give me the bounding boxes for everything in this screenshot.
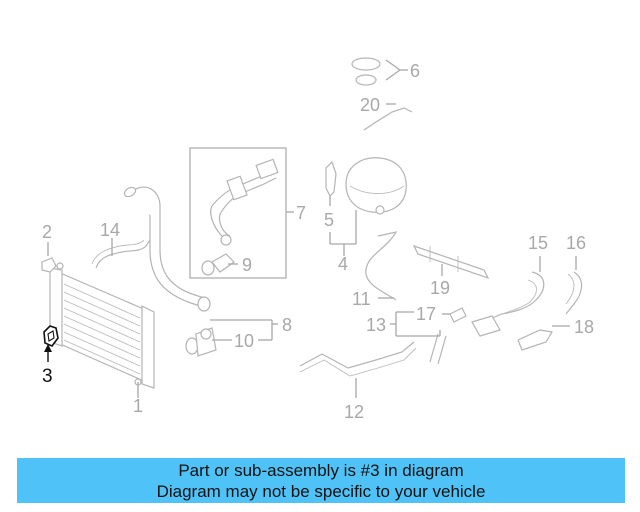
callout-1[interactable]: 1 [133, 396, 143, 416]
highlighted-part-3[interactable] [43, 325, 59, 347]
callout-12[interactable]: 12 [344, 402, 364, 422]
callout-18[interactable]: 18 [574, 317, 594, 337]
callout-10[interactable]: 10 [234, 331, 254, 351]
cap-6[interactable] [351, 57, 381, 86]
connector-17[interactable] [449, 307, 467, 323]
callout-14[interactable]: 14 [100, 220, 120, 240]
arrow-part-3 [44, 344, 52, 362]
callout-5[interactable]: 5 [324, 210, 334, 230]
upper-hose[interactable] [123, 186, 211, 312]
parts-diagram: 1 2 3 4 5 6 7 8 9 10 11 12 13 14 15 16 1… [41, 57, 594, 422]
leader-lines [47, 59, 577, 398]
expansion-tank[interactable] [345, 157, 407, 215]
flange-10[interactable] [185, 327, 217, 357]
callout-3[interactable]: 3 [42, 366, 53, 387]
callout-9[interactable]: 9 [242, 255, 252, 275]
pipe-11[interactable] [365, 231, 398, 301]
banner-line-2: Diagram may not be specific to your vehi… [156, 482, 486, 501]
hose-16[interactable] [565, 271, 583, 315]
bracket-5[interactable] [325, 160, 337, 198]
callout-13[interactable]: 13 [366, 315, 386, 335]
callout-7[interactable]: 7 [296, 203, 306, 223]
callout-15[interactable]: 15 [528, 233, 548, 253]
radiator[interactable] [49, 262, 155, 389]
rail-19[interactable] [412, 244, 490, 280]
banner-line-1: Part or sub-assembly is #3 in diagram [178, 461, 464, 480]
group-box-7 [189, 147, 287, 279]
callout-2[interactable]: 2 [42, 222, 52, 242]
pipe-13[interactable] [429, 333, 447, 365]
hose-18[interactable] [517, 329, 553, 351]
hose-20[interactable] [363, 107, 413, 131]
callout-20[interactable]: 20 [360, 95, 380, 115]
callout-19[interactable]: 19 [430, 278, 450, 298]
callout-6[interactable]: 6 [410, 61, 420, 81]
fitting-9[interactable] [201, 253, 235, 276]
harness-12[interactable] [299, 341, 415, 369]
hose-assembly-7[interactable] [210, 158, 279, 246]
callout-17[interactable]: 17 [416, 304, 436, 324]
callout-4[interactable]: 4 [338, 254, 348, 274]
callout-11[interactable]: 11 [352, 289, 371, 309]
callout-8[interactable]: 8 [282, 315, 292, 335]
hose-14[interactable] [95, 239, 151, 269]
hose-15[interactable] [491, 271, 545, 319]
info-banner: Part or sub-assembly is #3 in diagram Di… [17, 458, 625, 503]
bracket-2[interactable] [41, 257, 57, 273]
callout-16[interactable]: 16 [566, 233, 586, 253]
